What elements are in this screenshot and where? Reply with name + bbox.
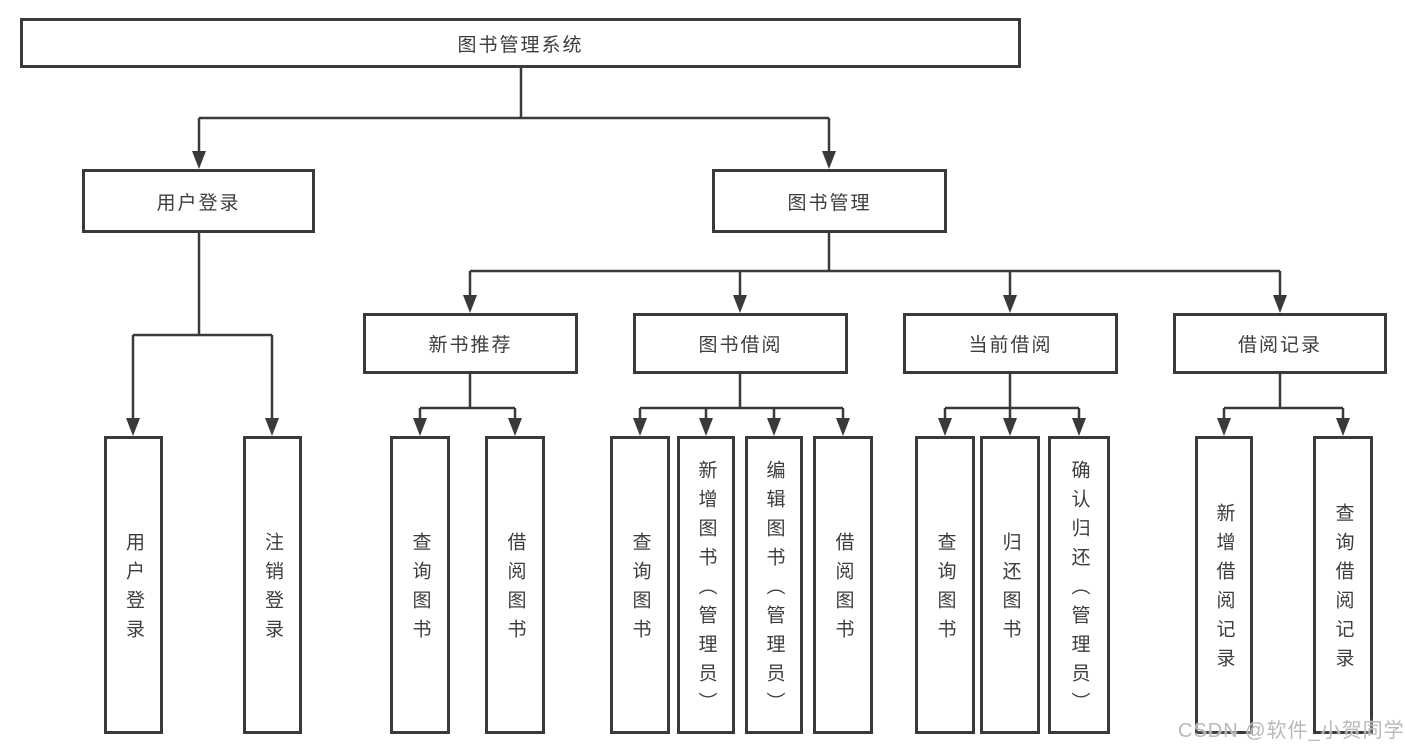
- node-user-login: 用户登录: [82, 169, 315, 233]
- node-new-book-recommend-label: 新书推荐: [428, 335, 513, 356]
- leaf-borrow-books-2: 借阅图书: [813, 436, 873, 734]
- node-book-borrow: 图书借阅: [633, 313, 848, 374]
- node-book-management-label: 图书管理: [787, 192, 872, 214]
- arrow-down-icon: [1072, 418, 1086, 436]
- leaf-edit-book-admin-label: 编辑图书（管理员）: [763, 459, 785, 721]
- leaf-query-books-1: 查询图书: [390, 436, 450, 734]
- leaf-user-login: 用户登录: [104, 436, 163, 734]
- arrow-down-icon: [463, 295, 477, 313]
- arrow-down-icon: [767, 418, 781, 436]
- leaf-edit-book-admin: 编辑图书（管理员）: [745, 436, 803, 734]
- node-current-borrow: 当前借阅: [903, 313, 1118, 374]
- leaf-logout: 注销登录: [243, 436, 302, 734]
- leaf-query-books-3-label: 查询图书: [934, 532, 956, 648]
- leaf-add-book-admin-label: 新增图书（管理员）: [695, 459, 717, 721]
- leaf-query-borrow-record-label: 查询借阅记录: [1332, 503, 1354, 677]
- node-borrow-records: 借阅记录: [1173, 313, 1387, 374]
- leaf-query-books-3: 查询图书: [915, 436, 975, 734]
- arrow-down-icon: [733, 295, 747, 313]
- arrow-down-icon: [192, 151, 206, 169]
- arrow-down-icon: [938, 418, 952, 436]
- arrow-down-icons: [126, 151, 1350, 436]
- node-new-book-recommend: 新书推荐: [363, 313, 578, 374]
- arrow-down-icon: [1273, 295, 1287, 313]
- node-borrow-records-label: 借阅记录: [1237, 335, 1322, 356]
- arrow-down-icon: [822, 151, 836, 169]
- node-user-login-label: 用户登录: [156, 192, 241, 214]
- node-book-management: 图书管理: [712, 169, 947, 233]
- arrow-down-icon: [508, 418, 522, 436]
- watermark: CSDN @软件_小贺同学: [1178, 720, 1405, 742]
- leaf-return-book-label: 归还图书: [999, 532, 1021, 648]
- leaf-query-books-2: 查询图书: [610, 436, 670, 734]
- arrow-down-icon: [633, 418, 647, 436]
- leaf-borrow-books-1-label: 借阅图书: [504, 532, 526, 648]
- leaf-user-login-label: 用户登录: [123, 532, 144, 648]
- arrow-down-icon: [1336, 418, 1350, 436]
- tree-edges: [131, 68, 1345, 420]
- leaf-query-borrow-record: 查询借阅记录: [1313, 436, 1373, 734]
- arrow-down-icon: [126, 418, 140, 436]
- leaf-query-books-2-label: 查询图书: [629, 532, 651, 648]
- arrow-down-icon: [413, 418, 427, 436]
- node-current-borrow-label: 当前借阅: [968, 335, 1053, 356]
- arrow-down-icon: [836, 418, 850, 436]
- node-root: 图书管理系统: [20, 18, 1021, 68]
- leaf-add-book-admin: 新增图书（管理员）: [677, 436, 735, 734]
- leaf-confirm-return-admin-label: 确认归还（管理员）: [1068, 459, 1090, 721]
- leaf-query-books-1-label: 查询图书: [409, 532, 431, 648]
- leaf-borrow-books-1: 借阅图书: [485, 436, 545, 734]
- leaf-return-book: 归还图书: [980, 436, 1040, 734]
- arrow-down-icon: [699, 418, 713, 436]
- arrow-down-icon: [1217, 418, 1231, 436]
- leaf-add-borrow-record-label: 新增借阅记录: [1213, 503, 1235, 677]
- node-book-borrow-label: 图书借阅: [698, 335, 783, 356]
- leaf-borrow-books-2-label: 借阅图书: [832, 532, 854, 648]
- leaf-add-borrow-record: 新增借阅记录: [1195, 436, 1253, 734]
- node-root-label: 图书管理系统: [457, 34, 584, 56]
- leaf-confirm-return-admin: 确认归还（管理员）: [1048, 436, 1110, 734]
- arrow-down-icon: [1003, 295, 1017, 313]
- leaf-logout-label: 注销登录: [262, 532, 283, 648]
- arrow-down-icon: [1003, 418, 1017, 436]
- arrow-down-icon: [265, 418, 279, 436]
